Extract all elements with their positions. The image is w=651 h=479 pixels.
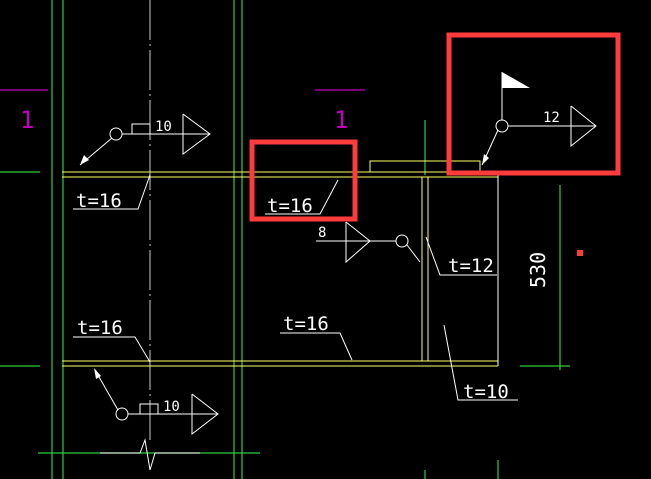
weld-size: 10 (155, 119, 172, 135)
fillet-weld-icon (570, 105, 597, 148)
leader-line (73, 174, 151, 210)
weld-size: 8 (318, 225, 326, 241)
thickness-label: t=16 (77, 317, 123, 339)
weld-symbol-3 (316, 221, 421, 264)
weld-size: 12 (543, 110, 560, 126)
beam-lines (62, 160, 498, 367)
section-label: 1 (20, 106, 34, 134)
weld-symbol-4 (94, 369, 219, 436)
weld-backing-icon (139, 403, 159, 414)
arrow-head-icon (80, 155, 89, 165)
field-weld-flag-icon (502, 72, 530, 88)
arrow-head-icon (94, 368, 101, 379)
leader-line (406, 244, 421, 263)
fillet-weld-icon (345, 221, 371, 264)
break-line (100, 438, 200, 471)
section-marker-mid: 1 (315, 89, 365, 134)
highlight-box-weld (446, 32, 621, 176)
weld-size: 10 (163, 399, 180, 415)
section-marker-left: 1 (0, 89, 48, 134)
leader-line (280, 332, 353, 361)
thickness-label: t=16 (76, 190, 122, 212)
arrow-head-icon (482, 154, 489, 165)
leader-line (425, 236, 497, 276)
highlight-box-thickness (249, 139, 358, 222)
thickness-label: t=12 (448, 255, 494, 277)
leader-line (73, 336, 151, 363)
marker-dot (577, 250, 583, 256)
thickness-label: t=16 (283, 313, 329, 335)
weld-all-around-icon (395, 234, 409, 248)
thickness-leaders (73, 174, 518, 401)
leader-line (443, 324, 518, 401)
end-plate (369, 160, 481, 172)
section-label: 1 (334, 106, 348, 134)
fillet-weld-icon (191, 393, 219, 436)
thickness-label: t=16 (267, 195, 313, 217)
dimension-value: 530 (526, 252, 550, 288)
fillet-weld-icon (182, 113, 211, 155)
leader-line (265, 179, 339, 215)
column-lines (0, 0, 570, 479)
thickness-label: t=10 (463, 381, 509, 403)
weld-backing-icon (131, 123, 151, 134)
